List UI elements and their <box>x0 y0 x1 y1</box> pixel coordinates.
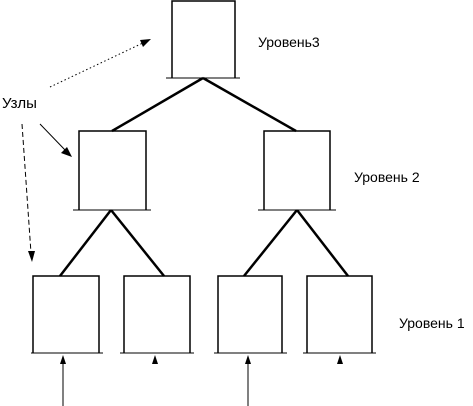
edge-right-node4 <box>296 209 349 277</box>
level1-node-4 <box>306 275 373 353</box>
level1-node-3 <box>217 275 283 353</box>
edge-left-node1 <box>59 209 112 277</box>
arrowhead-root <box>140 39 151 47</box>
dotted-pointer-root <box>49 41 146 88</box>
input-arrow-1-head <box>60 355 66 364</box>
edge-left-node2 <box>110 209 165 277</box>
root-node <box>171 0 236 78</box>
edge-right-node3 <box>243 209 298 277</box>
edge-root-right <box>202 76 297 133</box>
level2-label: Уровень 2 <box>354 169 420 185</box>
input-arrow-4-head <box>337 355 343 364</box>
input-arrow-3-head <box>245 355 251 364</box>
dashed-pointer-level1 <box>21 123 32 254</box>
edge-root-left <box>111 76 204 133</box>
level1-node-1 <box>32 275 100 353</box>
level3-label: Уровень3 <box>258 34 320 50</box>
level1-label: Уровень 1 <box>399 315 465 331</box>
arrowhead-level2 <box>61 147 72 157</box>
input-arrow-2-head <box>152 355 158 364</box>
level2-left-node <box>78 130 147 210</box>
nodes-label: Узлы <box>2 95 37 112</box>
level2-right-node <box>263 130 331 210</box>
arrow-pointer-level2 <box>39 123 67 152</box>
level1-node-2 <box>123 275 191 353</box>
arrowhead-level1 <box>28 251 35 262</box>
